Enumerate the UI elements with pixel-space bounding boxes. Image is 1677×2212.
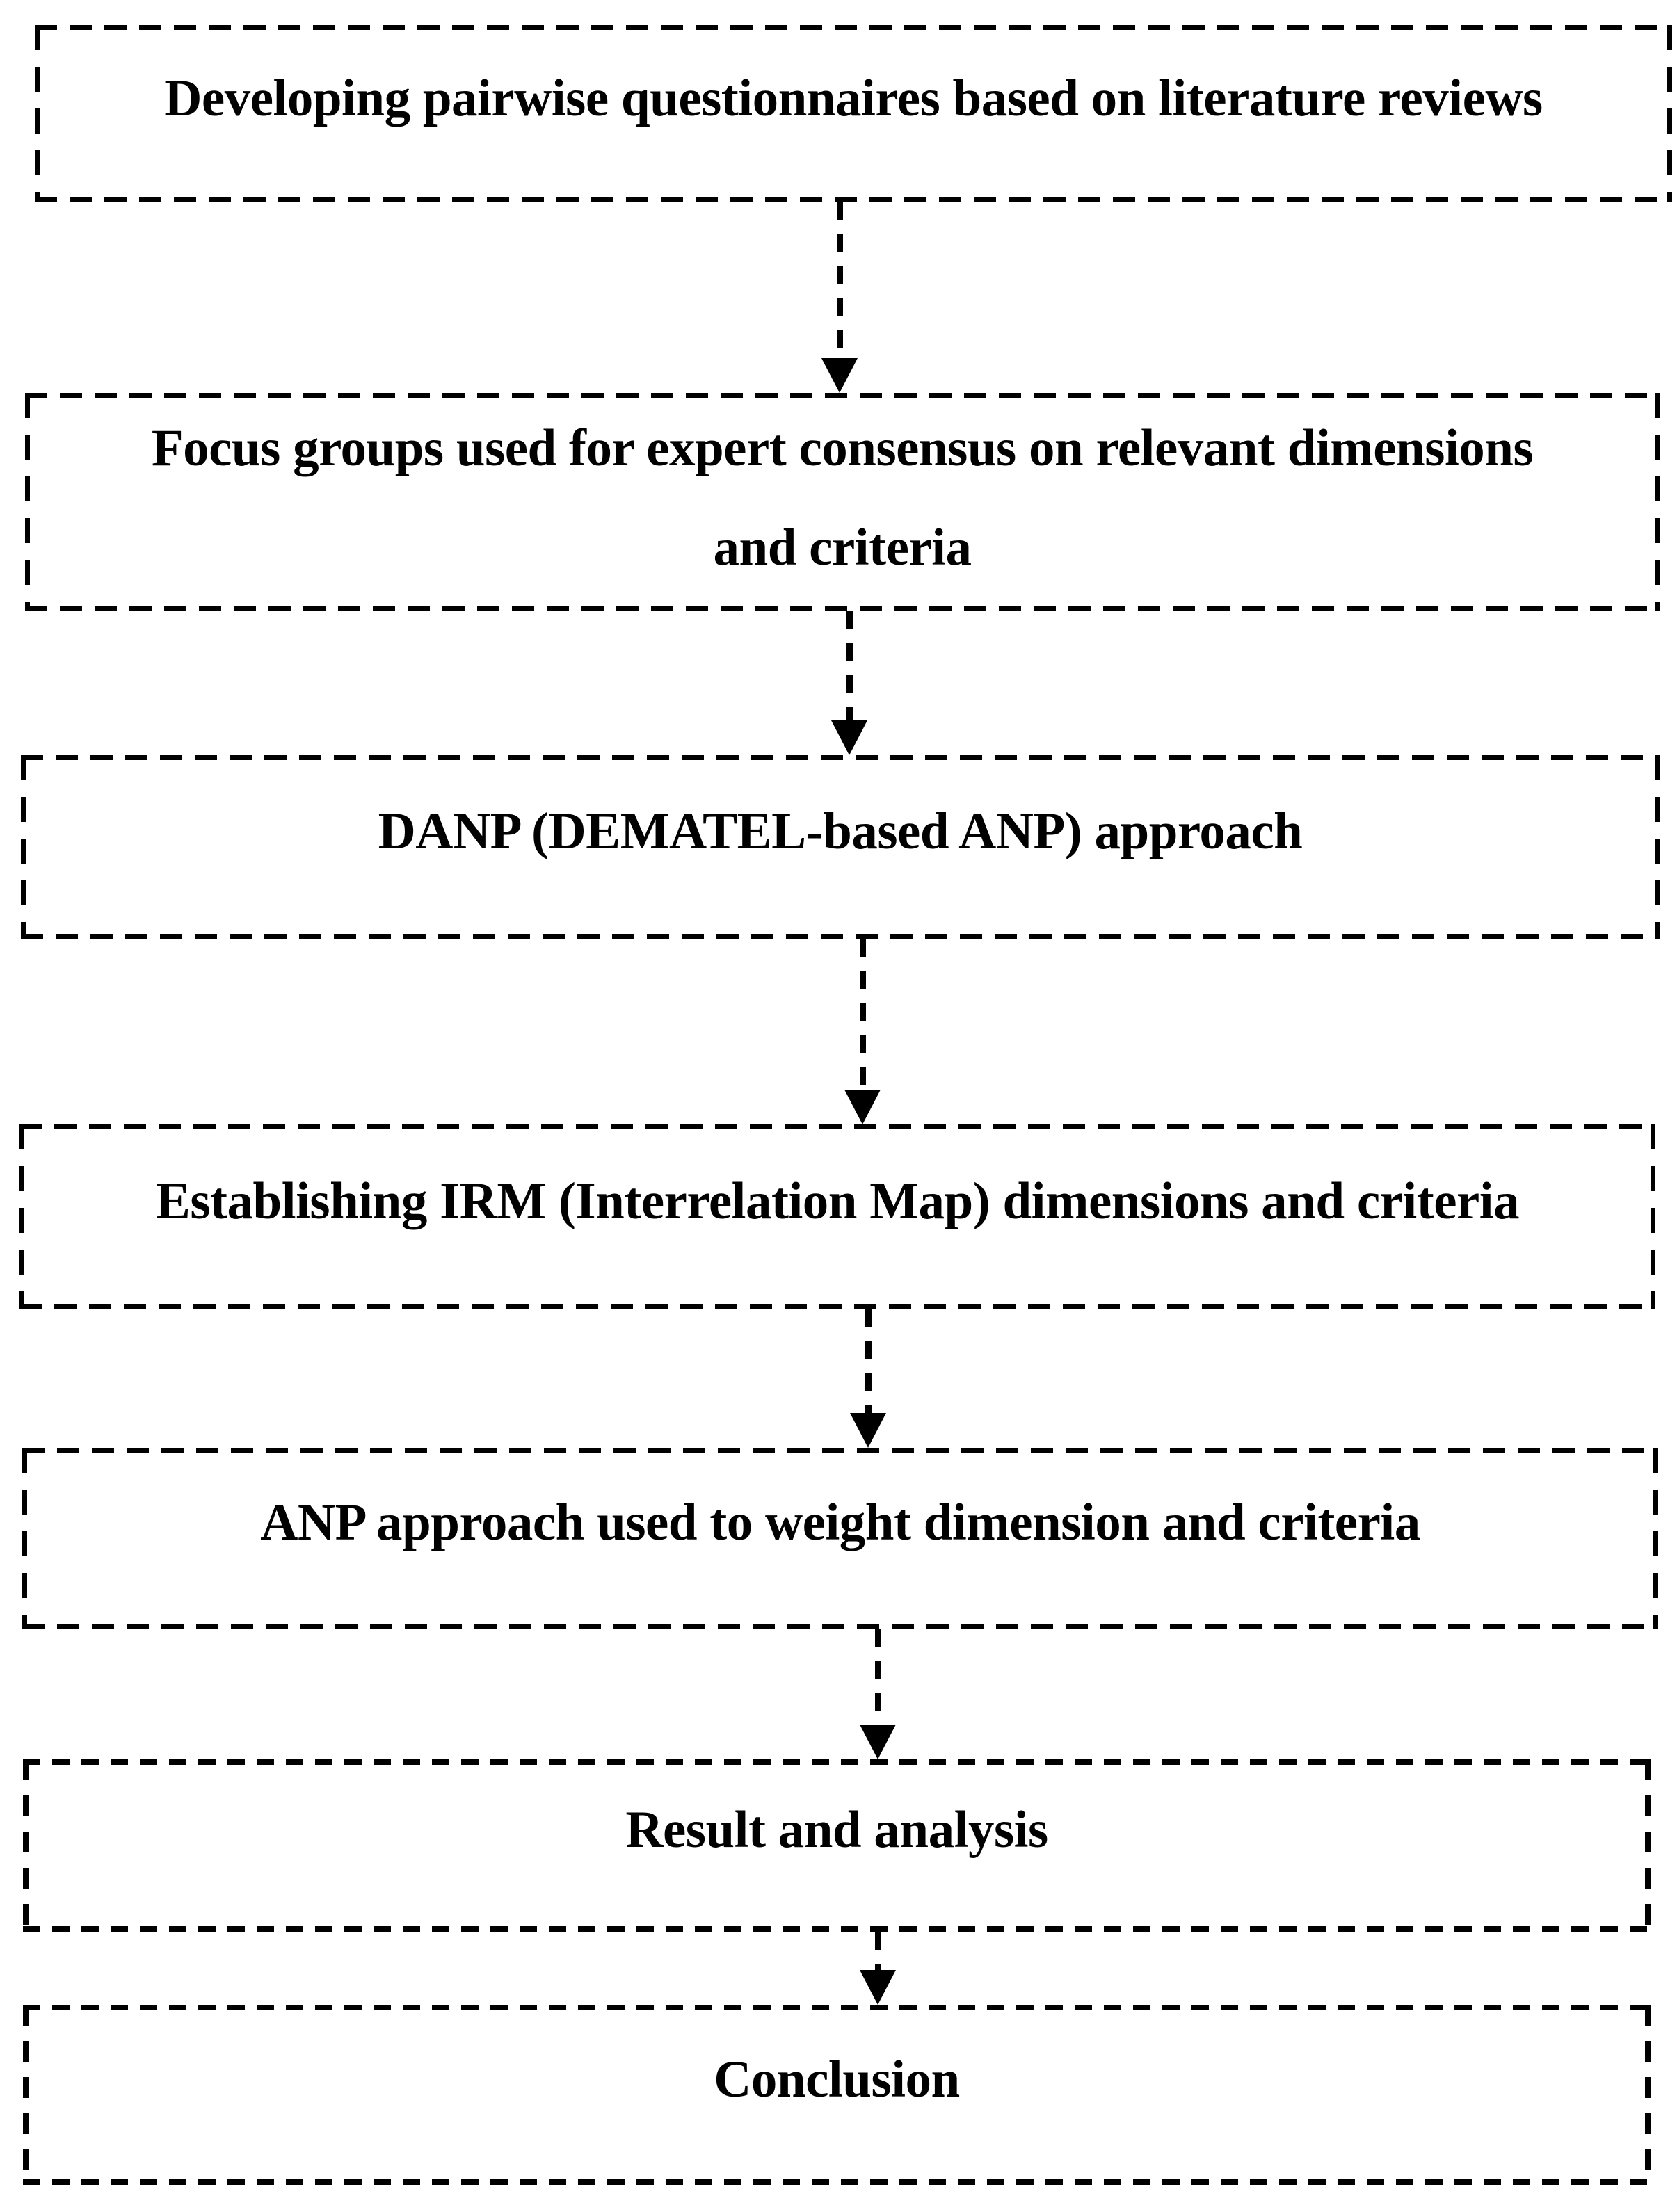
flow-step-3: DANP (DEMATEL-based ANP) approach xyxy=(21,755,1660,939)
flow-step-1: Developing pairwise questionnaires based… xyxy=(35,25,1672,202)
flow-step-7-label: Conclusion xyxy=(714,2050,960,2108)
arrow-down-icon xyxy=(850,1413,886,1448)
flow-step-6: Result and analysis xyxy=(23,1759,1651,1932)
dashed-line xyxy=(836,202,843,358)
flow-step-6-label: Result and analysis xyxy=(625,1801,1048,1859)
arrow-down-icon xyxy=(860,1970,896,2005)
arrow-down-icon xyxy=(831,720,867,755)
arrow-down-icon xyxy=(860,1725,896,1759)
flow-step-5-label: ANP approach used to weight dimension an… xyxy=(260,1494,1420,1552)
dashed-line xyxy=(846,611,853,720)
flow-step-4-label: Establishing IRM (Interrelation Map) dim… xyxy=(155,1172,1520,1230)
dashed-line xyxy=(865,1309,872,1413)
connector-arrow-2 xyxy=(831,611,867,755)
dashed-line xyxy=(874,1932,881,1970)
arrow-down-icon xyxy=(821,358,858,393)
flow-step-7: Conclusion xyxy=(23,2005,1651,2185)
flow-step-4: Establishing IRM (Interrelation Map) dim… xyxy=(19,1124,1655,1309)
flow-step-3-label: DANP (DEMATEL-based ANP) approach xyxy=(378,802,1303,861)
flow-step-1-label: Developing pairwise questionnaires based… xyxy=(164,69,1543,127)
dashed-line xyxy=(859,939,866,1090)
dashed-line xyxy=(874,1629,881,1725)
arrow-down-icon xyxy=(844,1090,881,1124)
flow-step-2: Focus groups used for expert consensus o… xyxy=(25,393,1660,611)
connector-arrow-4 xyxy=(850,1309,886,1448)
flow-step-2-label: Focus groups used for expert consensus o… xyxy=(151,419,1534,576)
flow-step-5: ANP approach used to weight dimension an… xyxy=(22,1448,1658,1629)
connector-arrow-1 xyxy=(821,202,858,393)
connector-arrow-3 xyxy=(844,939,881,1124)
connector-arrow-5 xyxy=(860,1629,896,1759)
connector-arrow-6 xyxy=(860,1932,896,2005)
